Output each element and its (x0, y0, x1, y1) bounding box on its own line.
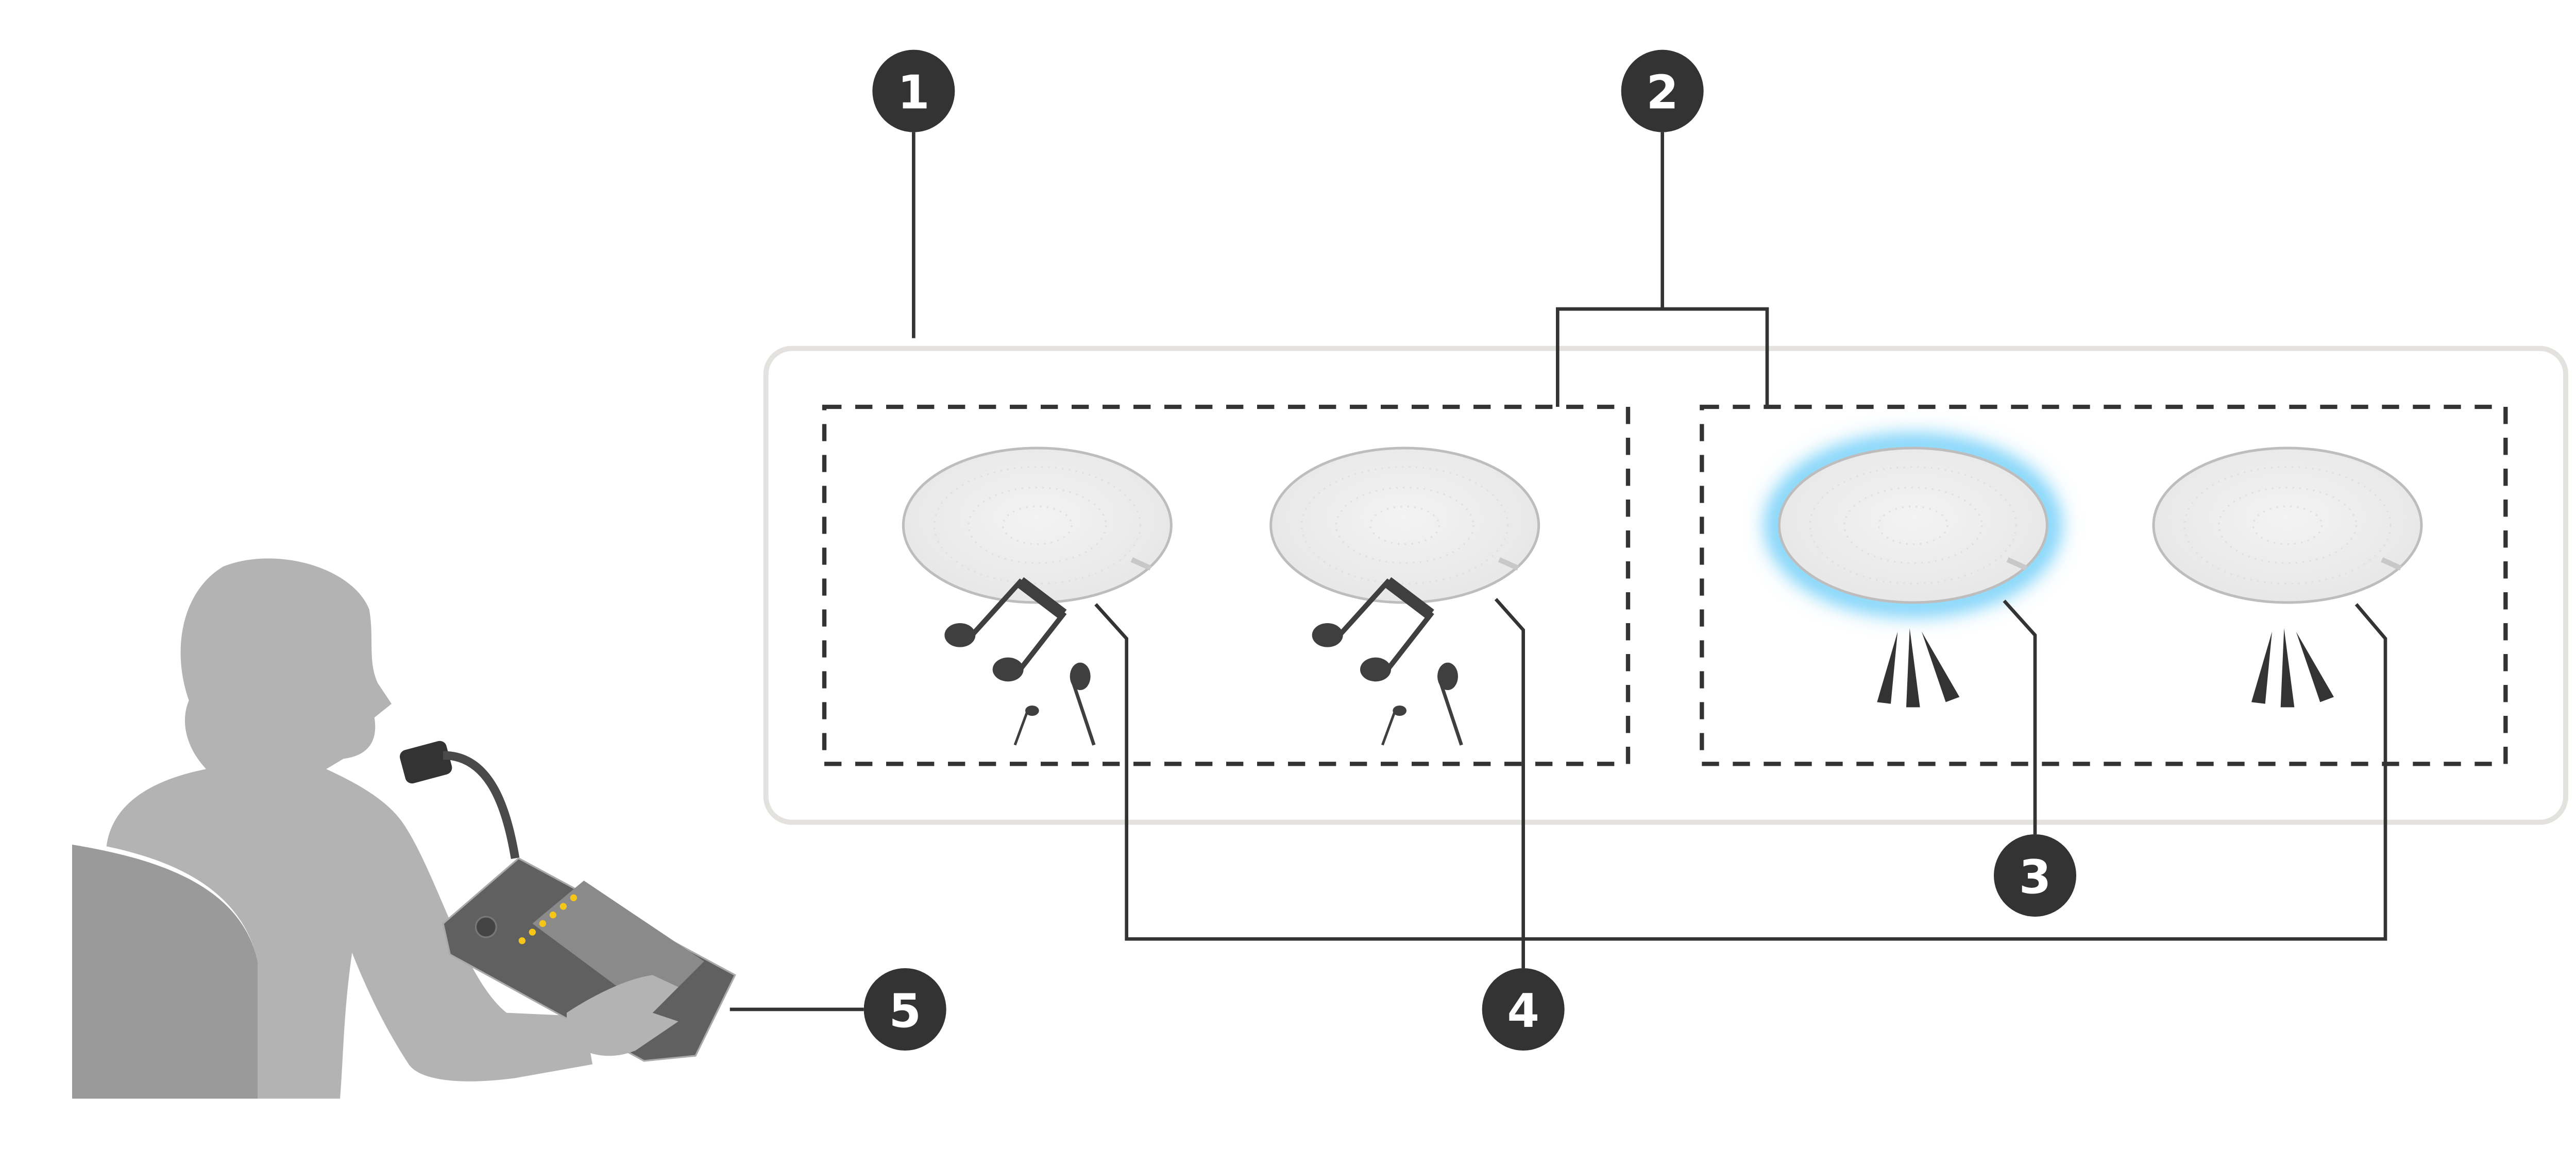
speaker-zone1-a (903, 448, 1171, 745)
svg-text:1: 1 (897, 66, 930, 120)
active-glow (1767, 436, 2059, 615)
callout-5: 5 (863, 968, 946, 1051)
svg-text:2: 2 (1646, 66, 1679, 120)
speaker-zone1-b (1271, 448, 1539, 745)
callout-1: 1 (872, 49, 955, 132)
announcement-icon (2251, 628, 2334, 708)
speaker-zone2-b (2154, 448, 2421, 708)
svg-text:3: 3 (2019, 850, 2052, 904)
svg-text:4: 4 (1507, 984, 1539, 1038)
speaker-zone2-a-active (1767, 436, 2059, 708)
site-boundary (763, 346, 2568, 825)
announcement-icon (1877, 628, 1960, 708)
operator-illustration (72, 558, 736, 1099)
callout-3: 3 (1994, 834, 2076, 917)
microphone-gooseneck (443, 751, 520, 860)
hand (567, 975, 679, 1056)
zone-2-boundary (1700, 404, 2508, 766)
console-buttons (518, 894, 577, 944)
microphone-head (399, 741, 452, 784)
callout-4: 4 (1482, 968, 1565, 1051)
callout-2: 2 (1621, 49, 1704, 132)
leader-lines (730, 132, 2387, 1011)
svg-text:5: 5 (889, 984, 921, 1038)
console-knob (474, 916, 497, 938)
person-silhouette (106, 558, 592, 1099)
zone-1-boundary (822, 404, 1631, 766)
music-icon (1312, 582, 1462, 745)
chair (72, 845, 258, 1099)
music-icon (944, 582, 1094, 745)
